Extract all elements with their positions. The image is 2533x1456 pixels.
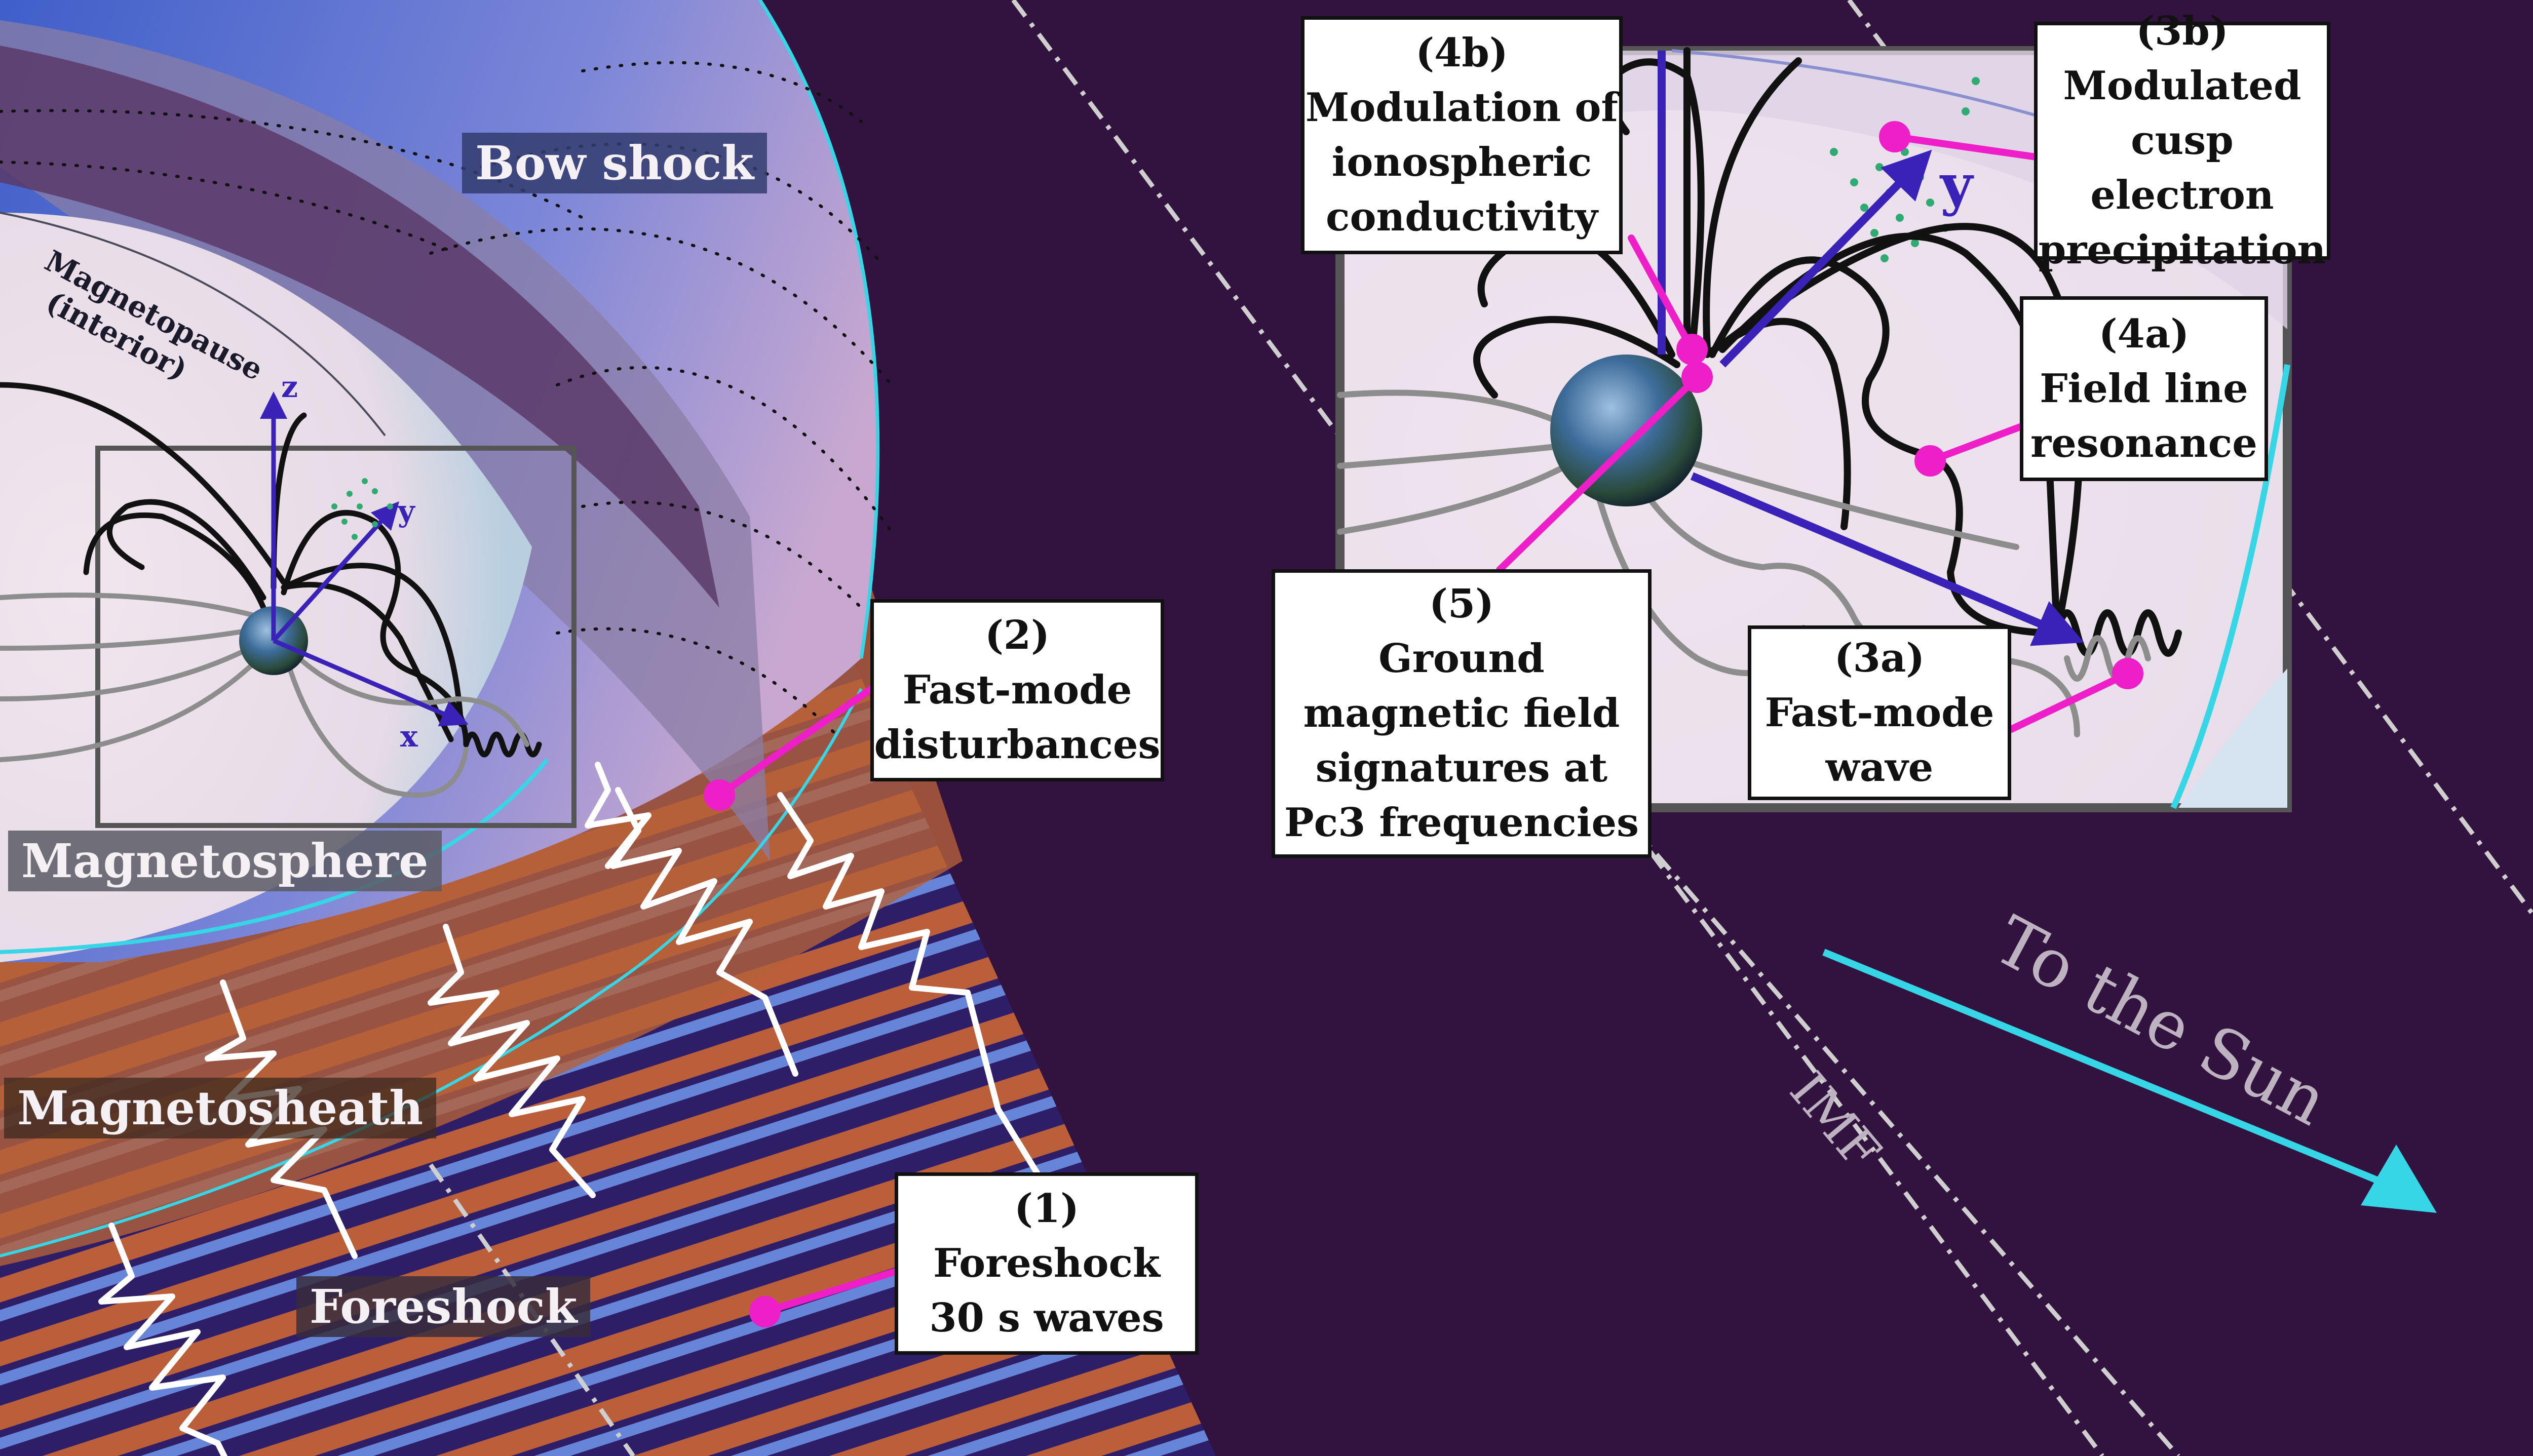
callout-3b-cusp-precipitation: (3b) Modulated cusp electron precipitati…	[2034, 8, 2330, 273]
callout-5-line4: Pc3 frequencies	[1284, 800, 1639, 846]
callout-2-number: (2)	[984, 612, 1050, 658]
callout-4a-number: (4a)	[2098, 310, 2190, 357]
callout-3b-line2: cusp electron	[2090, 117, 2274, 218]
callout-4b-line3: conductivity	[1326, 194, 1598, 240]
foreshock-label: Foreshock	[296, 1276, 591, 1337]
callout-1-line1: Foreshock	[933, 1240, 1161, 1286]
callout-2-fast-mode-disturbances: (2) Fast-mode disturbances	[870, 599, 1164, 781]
callout-2-line2: disturbances	[874, 722, 1161, 768]
callout-2-line1: Fast-mode	[902, 667, 1132, 713]
callout-4a-line1: Field line	[2040, 365, 2248, 412]
callout-5-line1: Ground	[1378, 636, 1545, 682]
callout-3b-line1: Modulated	[2063, 63, 2301, 109]
callout-3a-fast-mode-wave: (3a) Fast-mode wave	[1748, 625, 2011, 800]
callout-3a-line1: Fast-mode	[1764, 689, 1994, 736]
axis-z-label: z	[281, 370, 298, 404]
earth-inset	[1550, 355, 1702, 506]
callout-3a-line2: wave	[1825, 744, 1934, 791]
callout-4b-line1: Modulation of	[1306, 85, 1618, 131]
callout-4b-line2: ionospheric	[1331, 139, 1592, 185]
overview-inset-frame	[95, 446, 577, 828]
callout-5-number: (5)	[1429, 581, 1494, 627]
magnetosheath-label: Magnetosheath	[4, 1078, 437, 1138]
callout-1-foreshock-waves: (1) Foreshock 30 s waves	[895, 1172, 1199, 1355]
callout-3b-line3: precipitation	[2038, 227, 2326, 273]
callout-1-line2: 30 s waves	[929, 1295, 1164, 1341]
callout-4a-line2: resonance	[2030, 420, 2257, 466]
callout-4a-field-line-resonance: (4a) Field line resonance	[2020, 296, 2268, 481]
bow-shock-label: Bow shock	[462, 133, 767, 193]
callout-3b-number: (3b)	[2136, 8, 2229, 54]
callout-5-line2: magnetic field	[1303, 690, 1620, 736]
callout-4b-number: (4b)	[1415, 30, 1508, 76]
callout-4b-ionospheric-conductivity: (4b) Modulation of ionospheric conductiv…	[1301, 16, 1623, 254]
axis-x-label: x	[400, 719, 418, 754]
magnetosphere-label: Magnetosphere	[8, 831, 442, 891]
callout-3a-number: (3a)	[1834, 635, 1925, 681]
callout-5-ground-signatures: (5) Ground magnetic field signatures at …	[1272, 569, 1652, 858]
magnetosphere-region	[0, 213, 532, 962]
inset-axis-y-label: y	[1940, 152, 1973, 217]
callout-1-number: (1)	[1014, 1186, 1080, 1232]
axis-y-label: y	[398, 494, 415, 528]
callout-5-line3: signatures at	[1315, 745, 1608, 791]
